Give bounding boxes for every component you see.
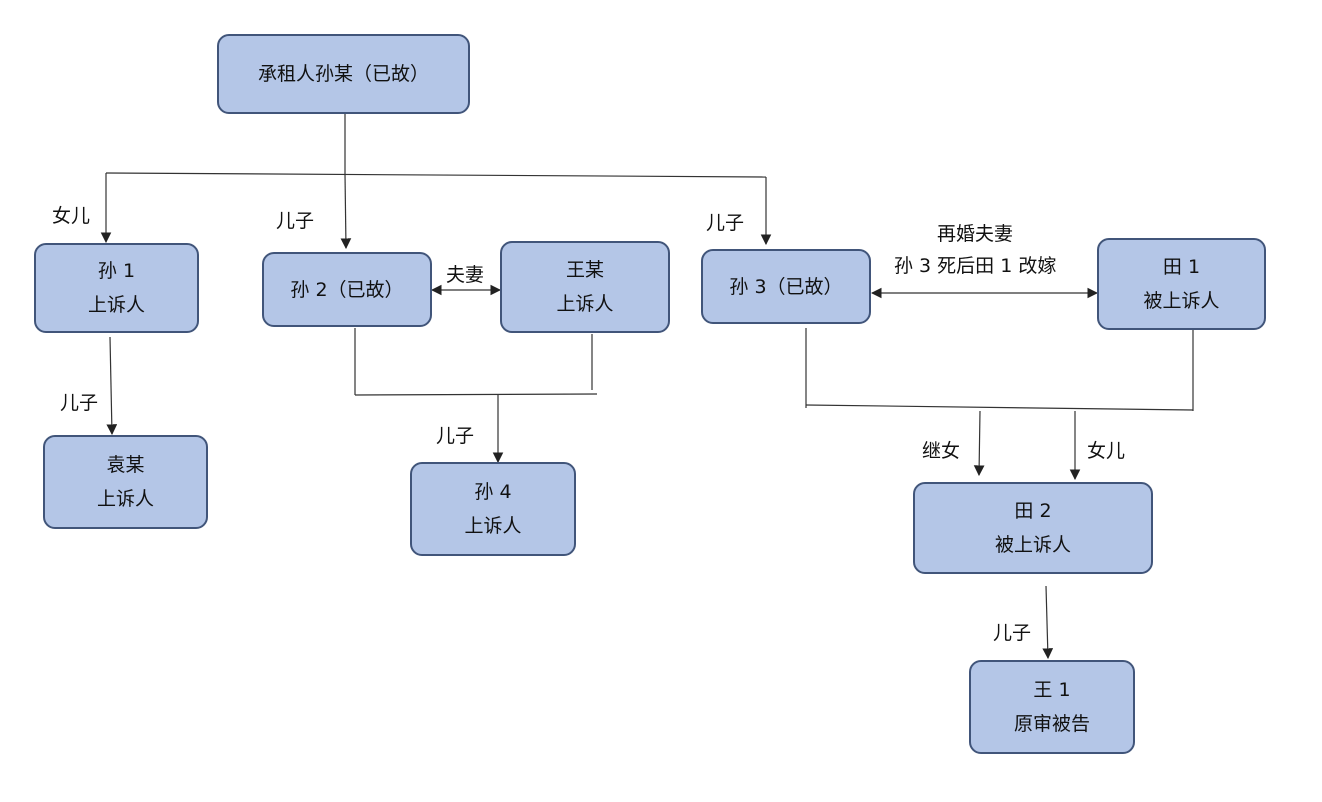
- label-daughter-sun1: 女儿: [52, 205, 91, 227]
- arrow-to-tian2-stepdaughter: [973, 410, 985, 477]
- node-sun2: 孙 2（已故）: [262, 252, 432, 327]
- node-sun-root-line1: 承租人孙某（已故）: [257, 63, 429, 85]
- label-son-sun2: 儿子: [276, 210, 315, 232]
- arrow-to-wang1: [1042, 585, 1054, 660]
- node-sun1: 孙 1 上诉人: [34, 243, 199, 333]
- node-sun3-line1: 孙 3（已故）: [729, 275, 843, 298]
- label-son-sun4: 儿子: [436, 425, 475, 447]
- couple-bar-line: [354, 393, 598, 396]
- label-remarried-line2: 孙 3 死后田 1 改嫁: [894, 255, 1057, 277]
- node-tian2-role: 被上诉人: [994, 534, 1071, 556]
- label-remarried-line1: 再婚夫妻: [937, 223, 1014, 245]
- node-wang-role: 上诉人: [556, 293, 614, 315]
- node-wang1: 王 1 原审被告: [969, 660, 1135, 754]
- node-wang: 王某 上诉人: [500, 241, 670, 333]
- label-daughter-tian2: 女儿: [1087, 440, 1126, 462]
- node-sun1-name: 孙 1: [97, 260, 136, 282]
- label-son-wang1: 儿子: [993, 622, 1032, 644]
- label-son-yuan: 儿子: [60, 392, 99, 414]
- node-sun4-role: 上诉人: [464, 515, 522, 537]
- couple2-bar-line: [805, 404, 1194, 411]
- node-wang1-role: 原审被告: [1013, 713, 1090, 735]
- node-sun-root: 承租人孙某（已故）: [217, 34, 470, 114]
- node-tian1-role: 被上诉人: [1143, 290, 1220, 312]
- node-sun1-role: 上诉人: [87, 294, 145, 316]
- label-spouse-sun2-wang: 夫妻: [446, 264, 485, 286]
- node-sun3: 孙 3（已故）: [701, 249, 871, 324]
- node-wang1-name: 王 1: [1033, 679, 1071, 701]
- node-yuan-name: 袁某: [106, 454, 145, 476]
- node-sun4-name: 孙 4: [474, 481, 512, 503]
- node-yuan: 袁某 上诉人: [43, 435, 208, 529]
- node-tian2-name: 田 2: [1014, 500, 1052, 522]
- arrow-to-yuan: [106, 336, 118, 436]
- node-tian1: 田 1 被上诉人: [1097, 238, 1266, 330]
- node-tian1-name: 田 1: [1162, 256, 1201, 278]
- node-yuan-role: 上诉人: [96, 488, 154, 510]
- node-wang-name: 王某: [565, 259, 604, 281]
- node-tian2: 田 2 被上诉人: [913, 482, 1153, 574]
- node-sun4: 孙 4 上诉人: [410, 462, 576, 556]
- label-stepdaughter-tian2: 继女: [922, 440, 961, 462]
- label-son-sun3: 儿子: [706, 212, 745, 234]
- arrow-to-sun2: [340, 173, 352, 250]
- node-sun2-line1: 孙 2（已故）: [290, 278, 404, 301]
- branch-bar-line: [105, 172, 767, 178]
